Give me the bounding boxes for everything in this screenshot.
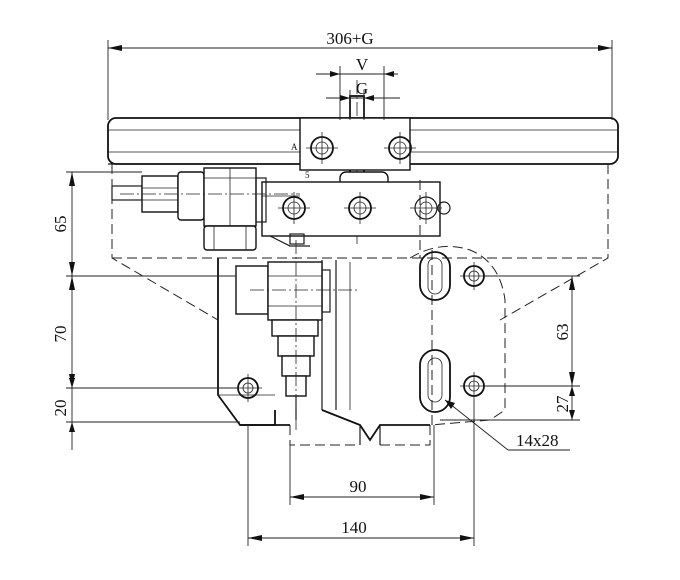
bolt-top-left	[306, 132, 338, 164]
w140-label: 140	[341, 518, 367, 537]
centre-fitting	[235, 240, 360, 430]
bolt-mid-centre	[344, 192, 376, 224]
dim-140: 140	[247, 400, 475, 546]
bolt-slot-upper	[460, 262, 488, 290]
bolt-top-right	[384, 132, 416, 164]
body-plate	[217, 258, 430, 445]
h70-label: 70	[51, 326, 70, 343]
dim-g: G	[326, 79, 400, 120]
slot-leader	[444, 399, 570, 451]
dim-overall-width: 306+G	[107, 29, 613, 120]
h20-label: 20	[51, 400, 70, 417]
bolt-bottom-left	[234, 374, 262, 402]
bolt-mid-right	[410, 192, 451, 224]
dim-right-vertical: 63 27	[440, 275, 580, 421]
v-label: V	[356, 55, 369, 74]
bolt-mid-left	[278, 192, 310, 224]
mark-5-label: 5	[305, 170, 310, 180]
g-label: G	[356, 79, 368, 98]
slot-size-label: 14x28	[516, 431, 559, 450]
lower-slot	[419, 349, 451, 413]
dim-v: V	[316, 55, 398, 120]
bolts	[234, 132, 488, 402]
dim-90: 90	[289, 425, 435, 505]
upper-bracket: A 5	[261, 117, 441, 247]
w90-label: 90	[350, 477, 367, 496]
left-fitting	[111, 167, 300, 251]
h27-label: 27	[553, 395, 572, 413]
right-bracket	[409, 180, 506, 426]
h65-label: 65	[51, 216, 70, 233]
upper-slot	[419, 251, 451, 301]
overall-width-label: 306+G	[326, 29, 373, 48]
bolt-slot-lower	[460, 372, 488, 400]
dim-left-vertical: 65 70 20	[51, 171, 240, 450]
mark-a-label: A	[291, 142, 298, 152]
h63-label: 63	[553, 324, 572, 341]
